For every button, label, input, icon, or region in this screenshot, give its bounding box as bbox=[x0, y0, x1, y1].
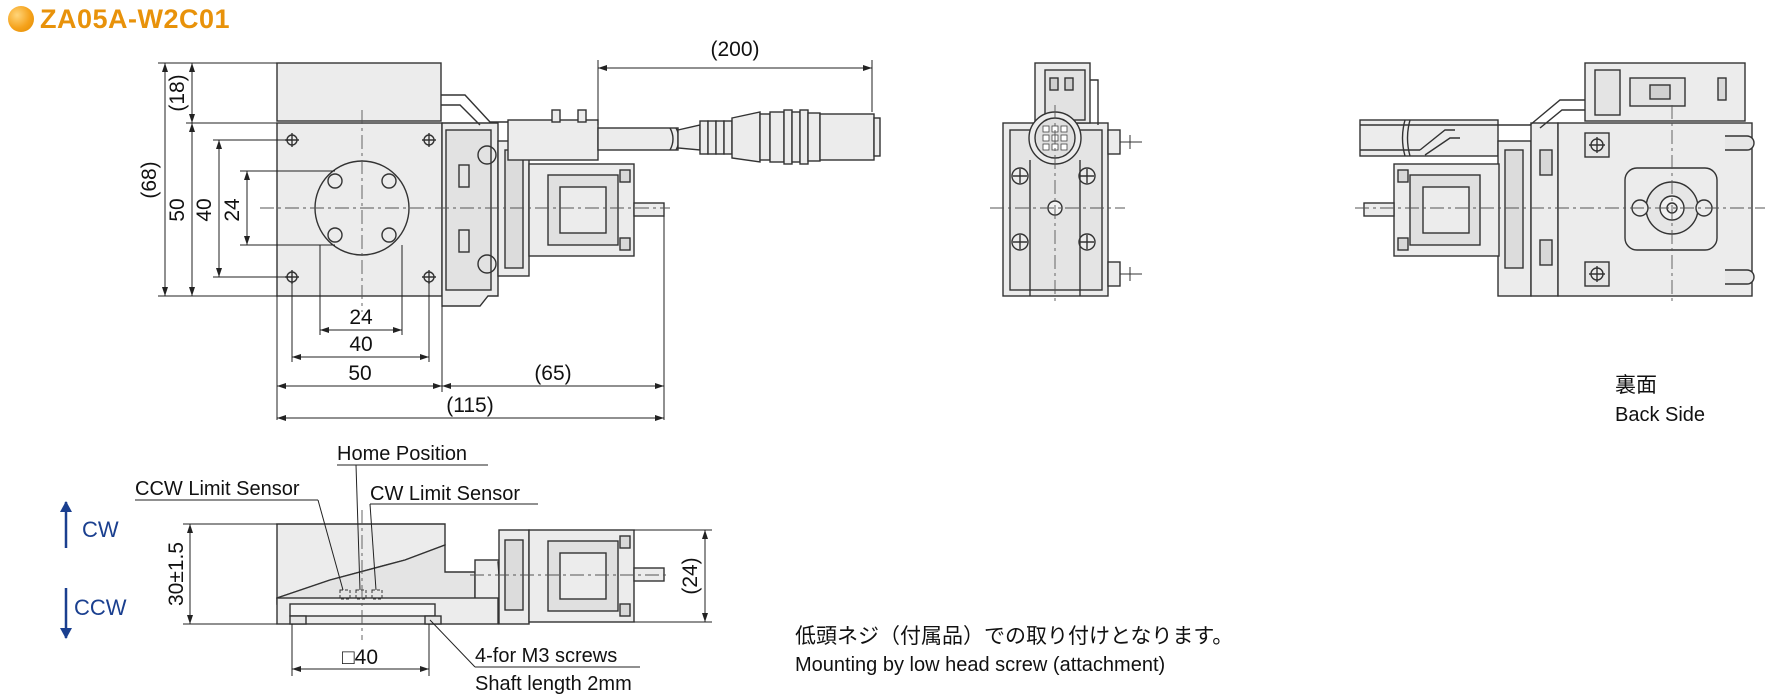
side-view-labels: Home Position CCW Limit Sensor CW Limit … bbox=[135, 443, 702, 695]
cable bbox=[597, 127, 679, 151]
dim-width-24-v: 24 bbox=[221, 198, 244, 222]
dim-height-68: (68) bbox=[138, 161, 161, 198]
model-title: ZA05A-W2C01 bbox=[40, 3, 231, 34]
dim-50-h: 50 bbox=[348, 362, 371, 385]
rotation-arrows: CW CCW bbox=[60, 501, 127, 639]
side-view-leaders bbox=[135, 464, 712, 676]
dim-square-40: □40 bbox=[342, 646, 378, 669]
dim-height-30: 30±1.5 bbox=[165, 542, 188, 606]
mounting-note-en: Mounting by low head screw (attachment) bbox=[795, 654, 1165, 676]
dim-115: (115) bbox=[446, 394, 493, 417]
shaft bbox=[633, 202, 665, 217]
dim-24-h: 24 bbox=[349, 306, 373, 329]
dim-cable-length: (200) bbox=[710, 38, 759, 61]
title-area: ZA05A-W2C01 bbox=[8, 2, 230, 36]
dim-height-18: (18) bbox=[166, 74, 189, 111]
top-view-dim-labels: (200) (68) (18) 50 40 24 24 40 50 (65) (… bbox=[138, 38, 760, 417]
ccw-limit-sensor-label: CCW Limit Sensor bbox=[135, 478, 300, 500]
back-view bbox=[1355, 62, 1765, 305]
dim-width-40-v: 40 bbox=[193, 198, 216, 221]
shaft-length-label: Shaft length 2mm bbox=[475, 673, 632, 695]
stage-body bbox=[276, 122, 443, 297]
back-side-label: 裏面 Back Side bbox=[1615, 373, 1705, 426]
dim-height-24: (24) bbox=[679, 557, 702, 594]
dim-width-50-v: 50 bbox=[166, 198, 189, 221]
back-side-jp: 裏面 bbox=[1615, 373, 1657, 397]
ccw-label: CCW bbox=[74, 595, 127, 620]
mounting-note: 低頭ネジ（付属品）での取り付けとなります。 Mounting by low he… bbox=[795, 624, 1233, 676]
side-view bbox=[276, 510, 670, 640]
screws-label: 4-for M3 screws bbox=[475, 645, 617, 667]
bullet-icon bbox=[8, 6, 34, 32]
cw-label: CW bbox=[82, 517, 119, 542]
top-view bbox=[260, 62, 881, 312]
cw-limit-sensor-label: CW Limit Sensor bbox=[370, 483, 520, 505]
dim-40-h: 40 bbox=[349, 333, 372, 356]
front-view bbox=[990, 62, 1142, 305]
home-position-label: Home Position bbox=[337, 443, 467, 465]
back-side-en: Back Side bbox=[1615, 404, 1705, 426]
mounting-note-jp: 低頭ネジ（付属品）での取り付けとなります。 bbox=[795, 624, 1233, 648]
dim-65: (65) bbox=[534, 362, 571, 385]
top-view-dimensions bbox=[158, 60, 873, 421]
sensor-box bbox=[276, 62, 442, 122]
